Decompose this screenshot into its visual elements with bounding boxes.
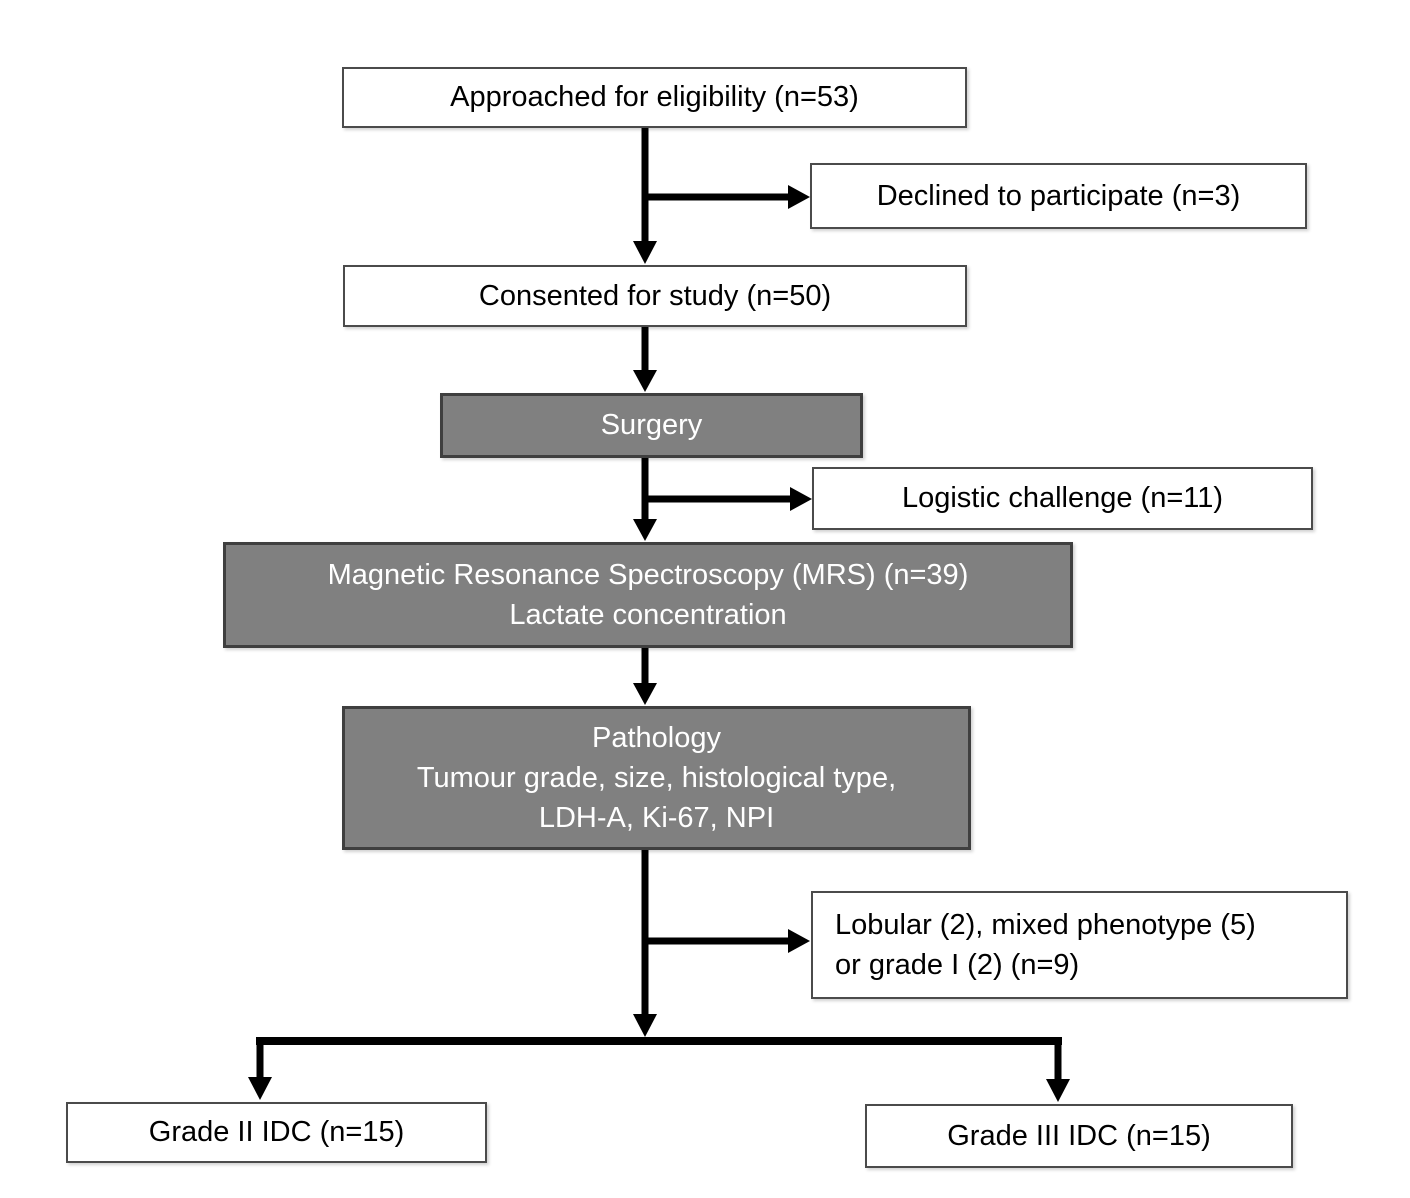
node-lobular-line-1: Lobular (2), mixed phenotype (5) <box>835 908 1256 941</box>
node-consented-for-study: Consented for study (n=50) <box>343 265 967 327</box>
arrowhead-declined <box>788 185 810 209</box>
node-approached-for-eligibility: Approached for eligibility (n=53) <box>342 67 967 128</box>
node-lobular-excluded: Lobular (2), mixed phenotype (5) or grad… <box>811 891 1348 999</box>
arrowhead-mrs <box>633 519 657 541</box>
arrowhead-logistic <box>790 487 812 511</box>
node-declined-to-participate: Declined to participate (n=3) <box>810 163 1307 229</box>
node-pathology-line-2: Tumour grade, size, histological type, <box>416 761 897 794</box>
node-mrs-line-1: Magnetic Resonance Spectroscopy (MRS) (n… <box>327 558 969 591</box>
arrowhead-pathology <box>633 683 657 705</box>
node-pathology: Pathology Tumour grade, size, histologic… <box>342 706 971 850</box>
node-logistic-label: Logistic challenge (n=11) <box>901 482 1224 515</box>
arrowhead-consented <box>633 241 657 264</box>
node-grade-2-idc: Grade II IDC (n=15) <box>66 1102 487 1163</box>
arrowhead-junction <box>633 1014 657 1037</box>
node-pathology-line-3: LDH-A, Ki-67, NPI <box>538 802 775 834</box>
node-grade-2-label: Grade II IDC (n=15) <box>148 1116 405 1149</box>
node-mrs: Magnetic Resonance Spectroscopy (MRS) (n… <box>223 542 1073 648</box>
arrowhead-grade2 <box>248 1077 272 1100</box>
node-mrs-line-2: Lactate concentration <box>509 599 787 631</box>
node-grade-3-idc: Grade III IDC (n=15) <box>865 1104 1293 1168</box>
arrowhead-surgery <box>633 370 657 392</box>
node-pathology-line-1: Pathology <box>592 721 721 754</box>
node-grade-3-label: Grade III IDC (n=15) <box>947 1119 1211 1152</box>
node-lobular-line-2: or grade I (2) (n=9) <box>835 949 1080 981</box>
node-surgery: Surgery <box>440 393 863 458</box>
node-declined-label: Declined to participate (n=3) <box>876 179 1241 212</box>
node-approached-label: Approached for eligibility (n=53) <box>450 81 859 114</box>
node-consented-label: Consented for study (n=50) <box>478 279 832 312</box>
node-logistic-challenge: Logistic challenge (n=11) <box>812 467 1313 530</box>
arrowhead-grade3 <box>1046 1079 1070 1102</box>
arrowhead-lobular <box>788 929 810 953</box>
node-surgery-label: Surgery <box>600 409 703 442</box>
